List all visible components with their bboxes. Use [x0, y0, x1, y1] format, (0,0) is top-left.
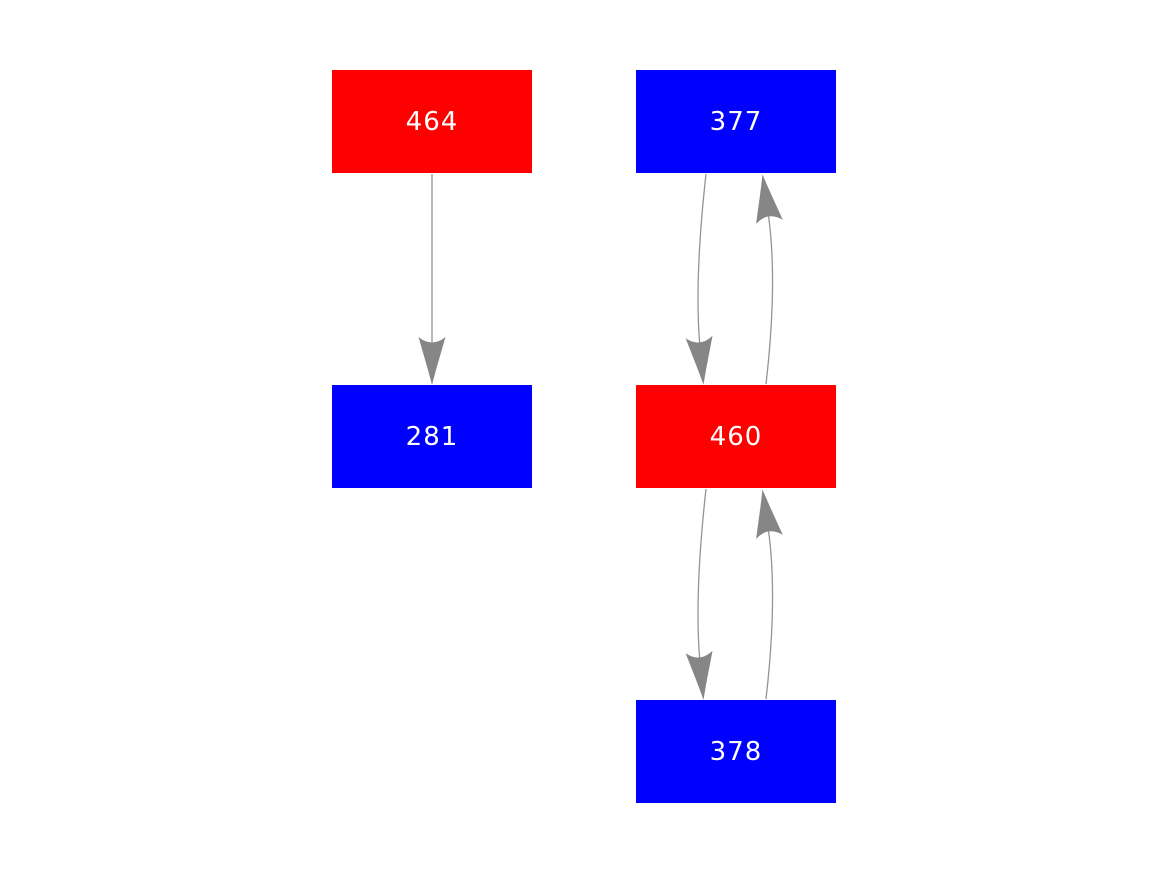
node-464-label: 464	[405, 106, 459, 137]
edge-378-to-460	[756, 489, 783, 700]
node-378[interactable]: 378	[636, 700, 836, 803]
node-378-label: 378	[709, 736, 763, 767]
edge-377-to-460	[685, 173, 713, 385]
node-464[interactable]: 464	[332, 70, 532, 173]
edge-460-to-377	[756, 174, 783, 385]
edge-460-to-378	[685, 488, 713, 700]
node-460[interactable]: 460	[636, 385, 836, 488]
node-460-label: 460	[709, 421, 763, 452]
node-377-label: 377	[709, 106, 763, 137]
node-377[interactable]: 377	[636, 70, 836, 173]
node-281-label: 281	[405, 421, 459, 452]
node-281[interactable]: 281	[332, 385, 532, 488]
